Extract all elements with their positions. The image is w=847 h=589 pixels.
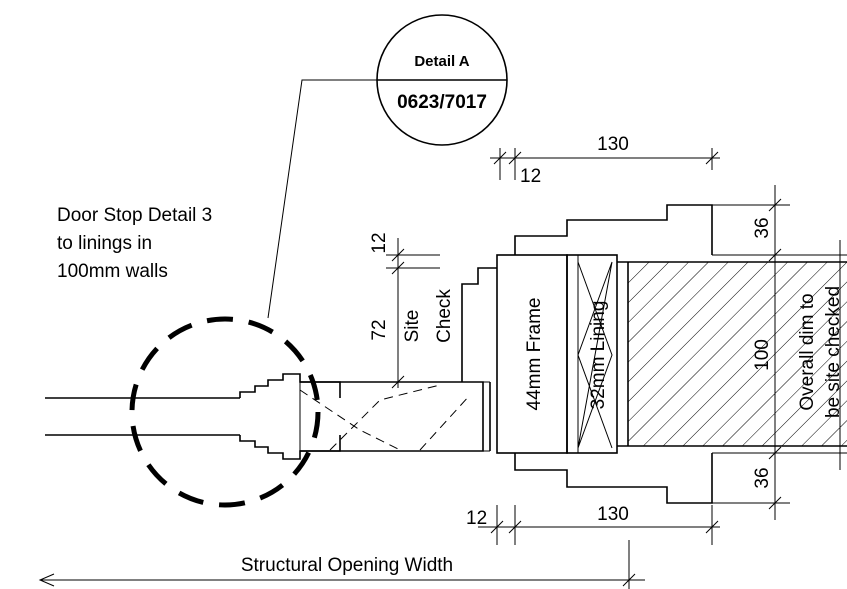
leader-line	[267, 79, 377, 319]
right-tick-3	[768, 446, 782, 460]
bottom-tick-1	[490, 520, 504, 534]
opening-label: Structural Opening Width	[241, 555, 453, 576]
frame-bottom-profile	[514, 453, 713, 504]
door-stop-profile	[239, 373, 341, 460]
bottom-dim-12: 12	[466, 508, 487, 529]
structural-opening-dimension: Structural Opening Width	[38, 540, 645, 589]
detail-tag-title: Detail A	[414, 53, 469, 70]
lining: 32mm Lining	[566, 254, 618, 454]
frame-label: 44mm Frame	[524, 298, 545, 411]
lining-label: 32mm Lining	[588, 301, 609, 410]
door-stop-top	[239, 373, 341, 398]
top-dim-130: 130	[597, 134, 629, 155]
wall-hatch	[628, 262, 847, 446]
bottom-tick-2	[508, 520, 522, 534]
note-line-1: Door Stop Detail 3	[57, 205, 212, 226]
right-dim-36-top: 36	[752, 217, 773, 238]
detail-tag: Detail A 0623/7017	[376, 14, 508, 146]
top-tick-2	[508, 151, 522, 165]
top-tick-1	[493, 151, 507, 165]
site-check-label-2: Check	[434, 289, 455, 343]
detail-tag-reference: 0623/7017	[397, 92, 487, 113]
door-leaf-grain-3	[419, 394, 471, 451]
note-line-2: to linings in	[57, 233, 152, 254]
lining-cross	[577, 261, 613, 449]
right-dim-36-bottom: 36	[752, 467, 773, 488]
door-leaf	[299, 381, 491, 452]
left-tick-2	[391, 261, 405, 275]
left-dimension: 12 72	[369, 232, 440, 389]
overall-label-1: Overall dim to	[797, 293, 818, 410]
note-text: Door Stop Detail 3 to linings in 100mm w…	[57, 205, 212, 282]
left-dim-72: 72	[369, 319, 390, 340]
right-tick-1	[768, 198, 782, 212]
bottom-dim-130: 130	[597, 504, 629, 525]
top-dimension: 12 130	[490, 134, 720, 187]
wall-lines	[45, 397, 240, 436]
frame: 44mm Frame	[496, 204, 713, 504]
opening-arrow	[38, 573, 55, 587]
top-tick-3	[705, 151, 719, 165]
right-tick-4	[768, 496, 782, 510]
right-dim-100: 100	[752, 339, 773, 371]
door-leaf-grain-2	[329, 384, 441, 451]
frame-top-profile	[514, 204, 713, 255]
right-dimension: 36 100 36 Overall dim to be site checked	[712, 185, 847, 520]
right-tick-2	[768, 248, 782, 262]
overall-label-2: be site checked	[823, 286, 844, 418]
left-dim-12: 12	[369, 232, 390, 253]
bottom-tick-3	[705, 520, 719, 534]
note-line-3: 100mm walls	[57, 261, 168, 282]
wall-section	[617, 261, 847, 447]
left-tick-1	[391, 248, 405, 262]
door-stop-bottom	[239, 435, 341, 460]
lining-body	[566, 254, 618, 454]
opening-tick	[622, 573, 636, 587]
top-dim-12: 12	[520, 166, 541, 187]
frame-stop-rebate	[461, 267, 497, 382]
door-leaf-outline	[300, 381, 484, 452]
left-tick-3	[391, 375, 405, 389]
callout-circle	[129, 316, 321, 508]
site-check-label-1: Site	[402, 310, 423, 343]
bottom-dimension: 12 130	[466, 504, 720, 545]
